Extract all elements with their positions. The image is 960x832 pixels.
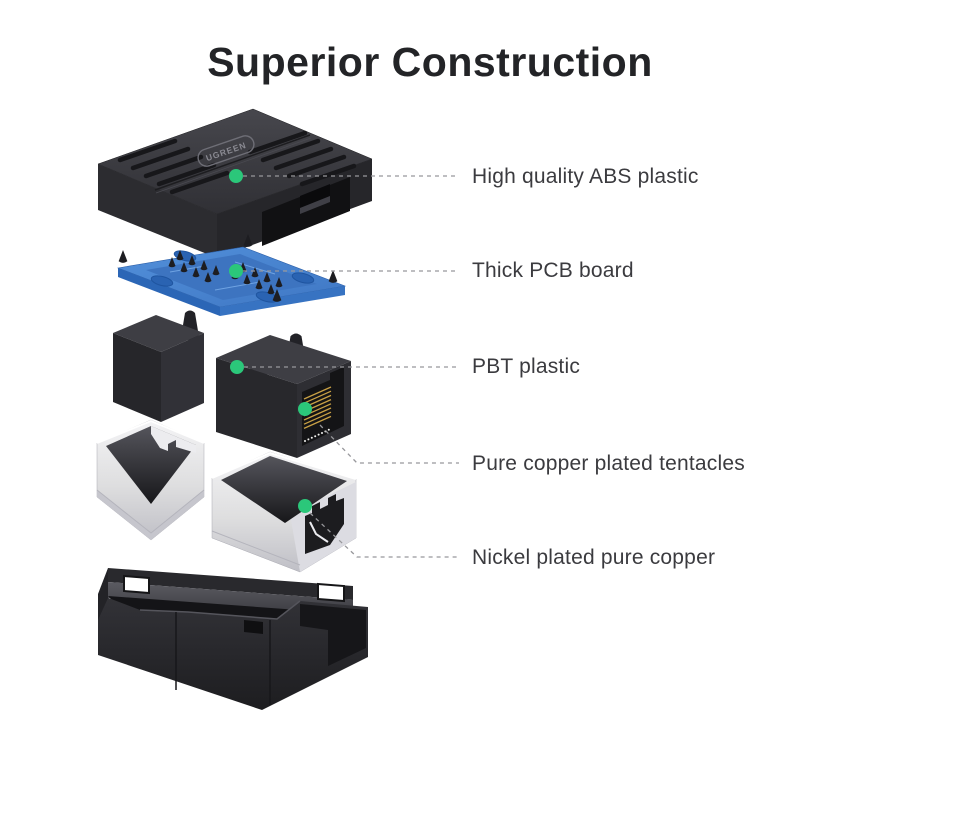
leader-line-nickel bbox=[309, 512, 459, 558]
callout-label-copper: Pure copper plated tentacles bbox=[472, 452, 745, 475]
part-nickel-shield bbox=[96, 419, 357, 573]
callout-label-nickel: Nickel plated pure copper bbox=[472, 546, 716, 569]
callout-dot-pbt bbox=[230, 360, 244, 374]
callout-dot-abs bbox=[229, 169, 243, 183]
copper-contact-pins bbox=[303, 386, 332, 429]
vent-slots bbox=[117, 130, 357, 195]
callout-dots bbox=[229, 169, 312, 513]
rj45-port-opening bbox=[302, 367, 344, 446]
part-pbt-housing bbox=[113, 310, 351, 458]
part-abs-bottom-shell bbox=[98, 568, 368, 710]
part-pcb-board bbox=[116, 234, 347, 316]
shield-port-cutout bbox=[305, 494, 344, 554]
callout-dot-pcb bbox=[229, 264, 243, 278]
leader-line-copper bbox=[319, 424, 459, 464]
page-title: Superior Construction bbox=[207, 39, 653, 86]
callout-label-pbt: PBT plastic bbox=[472, 355, 581, 378]
leader-lines bbox=[243, 175, 459, 558]
part-abs-top-shell: UGREEN bbox=[97, 108, 373, 258]
callout-dot-copper bbox=[298, 402, 312, 416]
callout-label-pcb: Thick PCB board bbox=[472, 259, 634, 282]
callout-label-abs: High quality ABS plastic bbox=[472, 165, 699, 188]
callout-dot-nickel bbox=[298, 499, 312, 513]
